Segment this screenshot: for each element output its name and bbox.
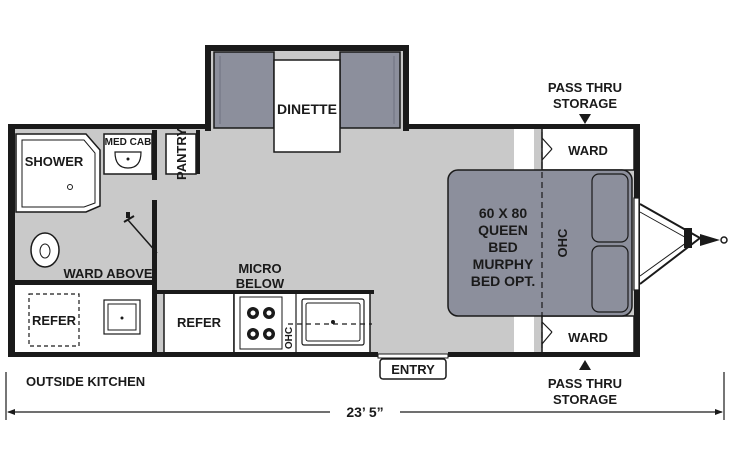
length-label: 23’ 5” — [346, 404, 383, 420]
micro-label-line1: MICRO — [238, 261, 281, 276]
med-cab-label: MED CAB — [105, 137, 152, 148]
outside-kitchen: REFER — [28, 293, 141, 347]
kitchen: REFER OHC MICRO BELOW — [163, 261, 372, 354]
bed-label-line1: 60 X 80 — [479, 205, 527, 221]
entry-label: ENTRY — [391, 362, 435, 377]
entry-step[interactable] — [379, 358, 447, 380]
bed-label-line4: MURPHY — [473, 256, 534, 272]
ward-above-label: WARD ABOVE — [63, 266, 152, 281]
entry-door[interactable]: ENTRY — [377, 353, 449, 380]
ward-bottom-label: WARD — [568, 330, 608, 345]
micro-label-line2: BELOW — [236, 276, 285, 291]
ward-top-label: WARD — [568, 143, 608, 158]
arrow-right-icon — [715, 409, 723, 415]
pass-thru-top-label-1: PASS THRU — [548, 80, 622, 95]
pass-thru-bottom: PASS THRU STORAGE — [548, 360, 622, 407]
pillow-top — [591, 173, 629, 243]
queen-bed — [447, 169, 633, 317]
arrow-up-icon — [579, 360, 591, 370]
arrow-down-icon — [579, 114, 591, 124]
wardrobe-bottom — [541, 315, 635, 357]
shower-stall — [15, 133, 101, 213]
bed-label-line2: QUEEN — [478, 222, 528, 238]
length-dimension: 23’ 5” — [5, 372, 725, 420]
pass-thru-bottom-label-1: PASS THRU — [548, 376, 622, 391]
bedroom: WARD WARD OHC 60 X 80 QUEEN BED MURPHY B… — [447, 127, 635, 357]
pass-thru-top-label-2: STORAGE — [553, 96, 617, 111]
burner-icon — [247, 307, 275, 340]
pass-thru-bottom-label-2: STORAGE — [553, 392, 617, 407]
toilet-icon — [30, 232, 60, 268]
ohc-bed-label: OHC — [555, 228, 570, 258]
ohc-kitchen-label: OHC — [284, 327, 295, 349]
hitch — [633, 197, 728, 291]
cooktop — [239, 296, 283, 350]
bathroom: SHOWER MED CAB WARD ABOVE — [15, 133, 158, 281]
shower-drain-icon — [67, 184, 73, 190]
outside-refer-label: REFER — [32, 313, 77, 328]
pantry: PANTRY — [165, 128, 197, 180]
refrigerator — [163, 292, 235, 354]
outside-refer — [28, 293, 80, 347]
dinette: DINETTE — [213, 51, 401, 153]
hitch-coupler-icon — [700, 234, 720, 246]
arrow-left-icon — [7, 409, 15, 415]
dinette-label: DINETTE — [277, 101, 337, 117]
wardrobe-top — [541, 127, 635, 171]
refer-label: REFER — [177, 315, 222, 330]
pillow-bottom — [591, 245, 629, 313]
bed-label-line3: BED — [488, 239, 518, 255]
shower-label: SHOWER — [25, 154, 84, 169]
outside-kitchen-label: OUTSIDE KITCHEN — [26, 374, 145, 389]
dinette-seat-right — [339, 51, 401, 129]
pantry-label: PANTRY — [174, 128, 189, 180]
bed-label-line5: BED OPT. — [471, 273, 536, 289]
dinette-seat-left — [213, 51, 275, 129]
dinette-table — [273, 59, 341, 153]
pass-thru-top: PASS THRU STORAGE — [548, 80, 622, 124]
